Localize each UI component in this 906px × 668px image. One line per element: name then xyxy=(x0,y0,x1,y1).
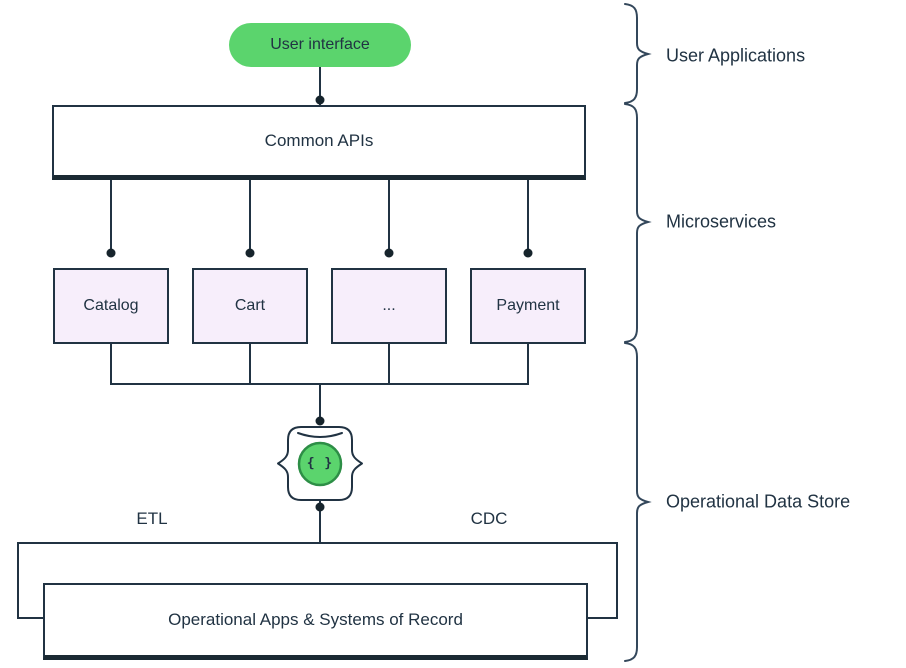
group-label-user-applications: User Applications xyxy=(666,45,806,66)
connector-ui-to-api xyxy=(315,60,325,105)
service-node-ellipsis: ... xyxy=(331,268,447,344)
brace-microservices xyxy=(624,103,652,343)
service-node-catalog: Catalog xyxy=(53,268,169,344)
connectors-api-to-services xyxy=(106,172,533,258)
common-apis-label: Common APIs xyxy=(264,131,374,150)
group-braces xyxy=(624,3,652,662)
cdc-label: CDC xyxy=(470,509,508,528)
connectors-services-to-ods xyxy=(110,340,529,426)
connector-ods-to-systems xyxy=(315,500,325,542)
brace-operational-data-store xyxy=(624,342,652,662)
group-label-microservices: Microservices xyxy=(666,211,777,232)
service-label: Cart xyxy=(234,297,266,314)
operational-apps-label: Operational Apps & Systems of Record xyxy=(168,610,463,629)
service-label: Payment xyxy=(496,297,560,314)
etl-label: ETL xyxy=(136,509,168,528)
service-node-payment: Payment xyxy=(470,268,586,344)
service-label: Catalog xyxy=(83,297,139,314)
common-apis-node: Common APIs xyxy=(52,105,586,180)
group-label-operational-data-store: Operational Data Store xyxy=(666,491,851,512)
brace-user-applications xyxy=(624,3,652,104)
service-node-cart: Cart xyxy=(192,268,308,344)
service-label: ... xyxy=(382,297,396,314)
json-document-braces-icon xyxy=(277,426,363,501)
operational-apps-node: Operational Apps & Systems of Record xyxy=(43,583,588,660)
user-interface-label: User interface xyxy=(270,36,370,53)
user-interface-node: User interface xyxy=(229,23,411,67)
braces-glyph: { } xyxy=(306,456,334,472)
